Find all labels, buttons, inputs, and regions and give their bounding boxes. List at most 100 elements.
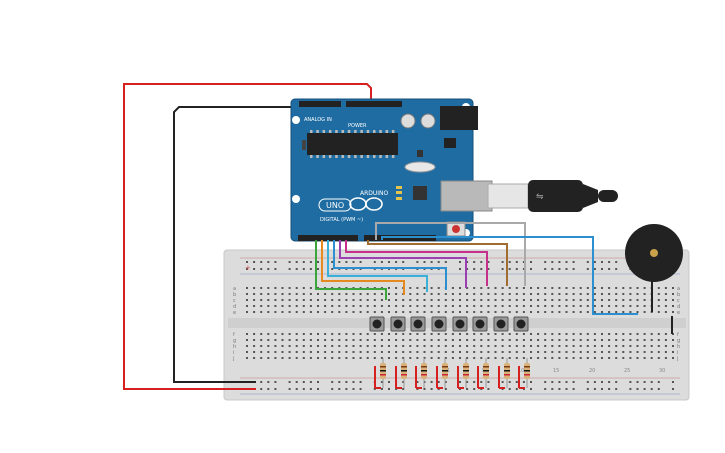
breadboard-hole (565, 357, 568, 359)
breadboard-hole (487, 345, 490, 347)
breadboard-hole (473, 388, 476, 390)
breadboard-hole (324, 339, 327, 341)
breadboard-hole (643, 311, 646, 313)
push-button-cap[interactable] (434, 319, 444, 329)
breadboard-hole (480, 333, 483, 335)
breadboard-hole (586, 339, 589, 341)
breadboard-hole (643, 299, 646, 301)
breadboard-hole (345, 261, 348, 263)
chip-pin (335, 155, 338, 158)
breadboard-hole (593, 268, 596, 270)
breadboard-hole (309, 293, 312, 295)
breadboard-hole (352, 261, 355, 263)
breadboard-hole (593, 305, 596, 307)
breadboard-hole (480, 287, 483, 289)
breadboard-hole (274, 287, 277, 289)
resistor-band (483, 374, 489, 376)
breadboard-hole (615, 268, 618, 270)
breadboard-hole (402, 339, 405, 341)
breadboard-hole (260, 381, 263, 383)
resistor-band (483, 370, 489, 372)
push-button-cap[interactable] (413, 319, 423, 329)
breadboard-hole (530, 287, 532, 289)
breadboard-hole (288, 311, 291, 313)
breadboard-hole (487, 339, 490, 341)
chip-pin (328, 130, 332, 133)
row-letter: f (233, 332, 235, 338)
breadboard-hole (629, 333, 632, 335)
breadboard-hole (260, 357, 263, 359)
breadboard-hole (544, 299, 547, 301)
chip-pin (366, 130, 370, 133)
breadboard-hole (565, 388, 568, 390)
breadboard-hole (253, 339, 256, 341)
chip-pin (366, 155, 370, 158)
row-letter: e (233, 310, 236, 316)
push-button-cap[interactable] (516, 319, 526, 329)
row-letter: i (677, 350, 678, 356)
breadboard-hole (487, 299, 490, 301)
push-button-cap[interactable] (372, 319, 382, 329)
push-button-cap[interactable] (393, 319, 403, 329)
breadboard-hole (246, 311, 248, 313)
breadboard-hole (657, 345, 660, 347)
breadboard-hole (260, 345, 263, 347)
breadboard-hole (636, 305, 639, 307)
breadboard-hole (309, 311, 312, 313)
breadboard-hole (246, 293, 248, 295)
breadboard-hole (359, 339, 362, 341)
breadboard-hole (345, 388, 348, 390)
breadboard-hole (451, 305, 454, 307)
breadboard-hole (515, 305, 518, 307)
breadboard-hole (459, 333, 461, 335)
breadboard-hole (274, 299, 277, 301)
breadboard-hole (288, 339, 291, 341)
breadboard-hole (430, 299, 433, 301)
breadboard-hole (302, 268, 305, 270)
breadboard-hole (558, 351, 561, 353)
push-button-cap[interactable] (475, 319, 485, 329)
usb-chip (413, 186, 427, 200)
breadboard-hole (586, 311, 589, 313)
push-button-cap[interactable] (496, 319, 506, 329)
breadboard-hole (515, 339, 518, 341)
chip-pin (316, 155, 319, 158)
breadboard-hole (317, 381, 319, 383)
breadboard-hole (288, 388, 291, 390)
breadboard-hole (572, 339, 575, 341)
breadboard-hole (608, 268, 611, 270)
breadboard-hole (288, 305, 291, 307)
breadboard-hole (352, 293, 355, 295)
breadboard-hole (288, 268, 291, 270)
breadboard-hole (395, 333, 398, 335)
breadboard-hole (331, 381, 334, 383)
breadboard-hole (309, 299, 312, 301)
piezo-buzzer (625, 224, 683, 334)
breadboard-hole (274, 351, 277, 353)
breadboard-hole (402, 311, 405, 313)
breadboard-hole (338, 299, 341, 301)
breadboard-hole (437, 357, 440, 359)
breadboard-hole (423, 351, 426, 353)
breadboard-hole (359, 351, 362, 353)
breadboard-hole (629, 311, 632, 313)
breadboard-hole (260, 299, 263, 301)
breadboard-hole (324, 345, 327, 347)
push-button-cap[interactable] (455, 319, 465, 329)
breadboard-hole (295, 351, 298, 353)
reset-button-cap[interactable] (452, 225, 460, 233)
breadboard-hole (302, 305, 305, 307)
chip-pin (347, 155, 351, 158)
row-letter: g (677, 338, 680, 344)
breadboard-hole (253, 311, 256, 313)
breadboard-hole (601, 305, 603, 307)
breadboard-hole (274, 381, 277, 383)
breadboard-hole (416, 381, 419, 383)
breadboard-hole (459, 311, 461, 313)
breadboard-hole (544, 311, 547, 313)
breadboard-hole (565, 311, 568, 313)
breadboard-hole (657, 293, 660, 295)
breadboard-hole (629, 287, 632, 289)
power-header (346, 101, 402, 107)
breadboard-hole (409, 339, 412, 341)
